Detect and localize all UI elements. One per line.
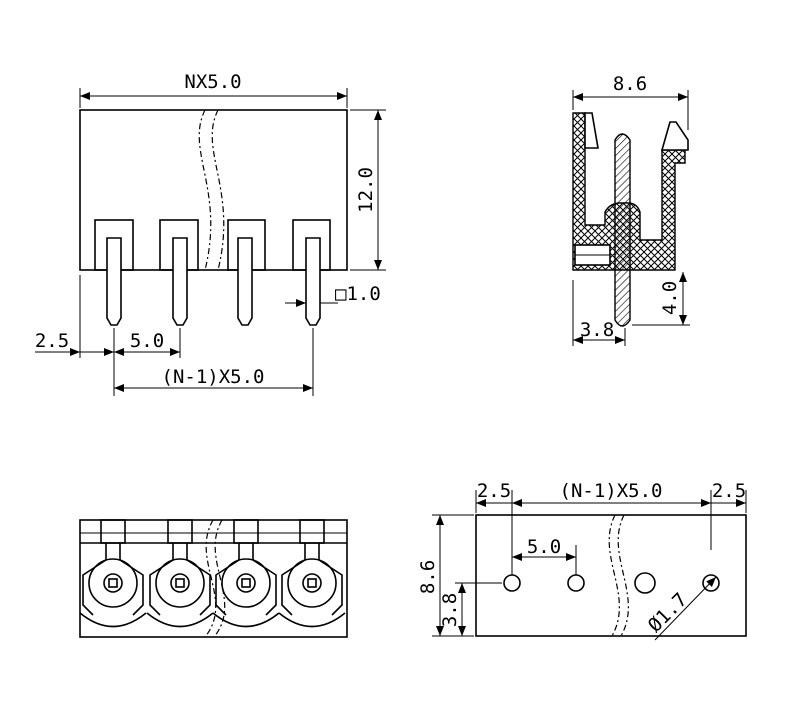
pole-cells [79, 519, 346, 628]
hole-diameter-dimension: Ø1.7 [644, 589, 692, 637]
pin-length-dimension: 4.0 [659, 281, 681, 315]
break-line [213, 519, 226, 638]
side-width-dimension: 8.6 [613, 73, 647, 95]
pin-section [614, 133, 631, 327]
front-view: NX5.0 12.0 □1.0 2.5 5.0 (N-1)X5.0 [35, 71, 386, 396]
pin-headers [94, 219, 331, 271]
housing-outline [79, 109, 348, 271]
span-dimension: (N-1)X5.0 [162, 366, 265, 388]
break-line [204, 519, 217, 638]
footprint-view: 2.5 (N-1)X5.0 2.5 5.0 8.6 3.8 Ø1.7 [417, 480, 747, 641]
footprint-height-dimension: 8.6 [417, 560, 439, 594]
height-dimension: 12.0 [355, 167, 377, 213]
break-line [617, 514, 629, 637]
bottom-view [79, 519, 348, 638]
break-line [211, 109, 225, 271]
edge-offset-dimension: 2.5 [35, 330, 69, 352]
break-line [608, 514, 620, 637]
left-margin-dimension: 2.5 [477, 480, 511, 502]
pins [106, 237, 321, 326]
side-view: 8.6 4.0 3.8 [572, 73, 690, 346]
pitch-dimension: 5.0 [130, 330, 164, 352]
width-dimension: NX5.0 [184, 71, 241, 93]
break-line [198, 109, 212, 271]
pin-offset-dimension: 3.8 [580, 319, 614, 341]
footprint-span-dimension: (N-1)X5.0 [560, 480, 663, 502]
hole-offset-dimension: 3.8 [439, 593, 461, 627]
footprint-pitch-dimension: 5.0 [527, 536, 561, 558]
pin-size-dimension: □1.0 [335, 283, 381, 305]
pcb-holes [503, 572, 720, 594]
right-margin-dimension: 2.5 [712, 480, 746, 502]
